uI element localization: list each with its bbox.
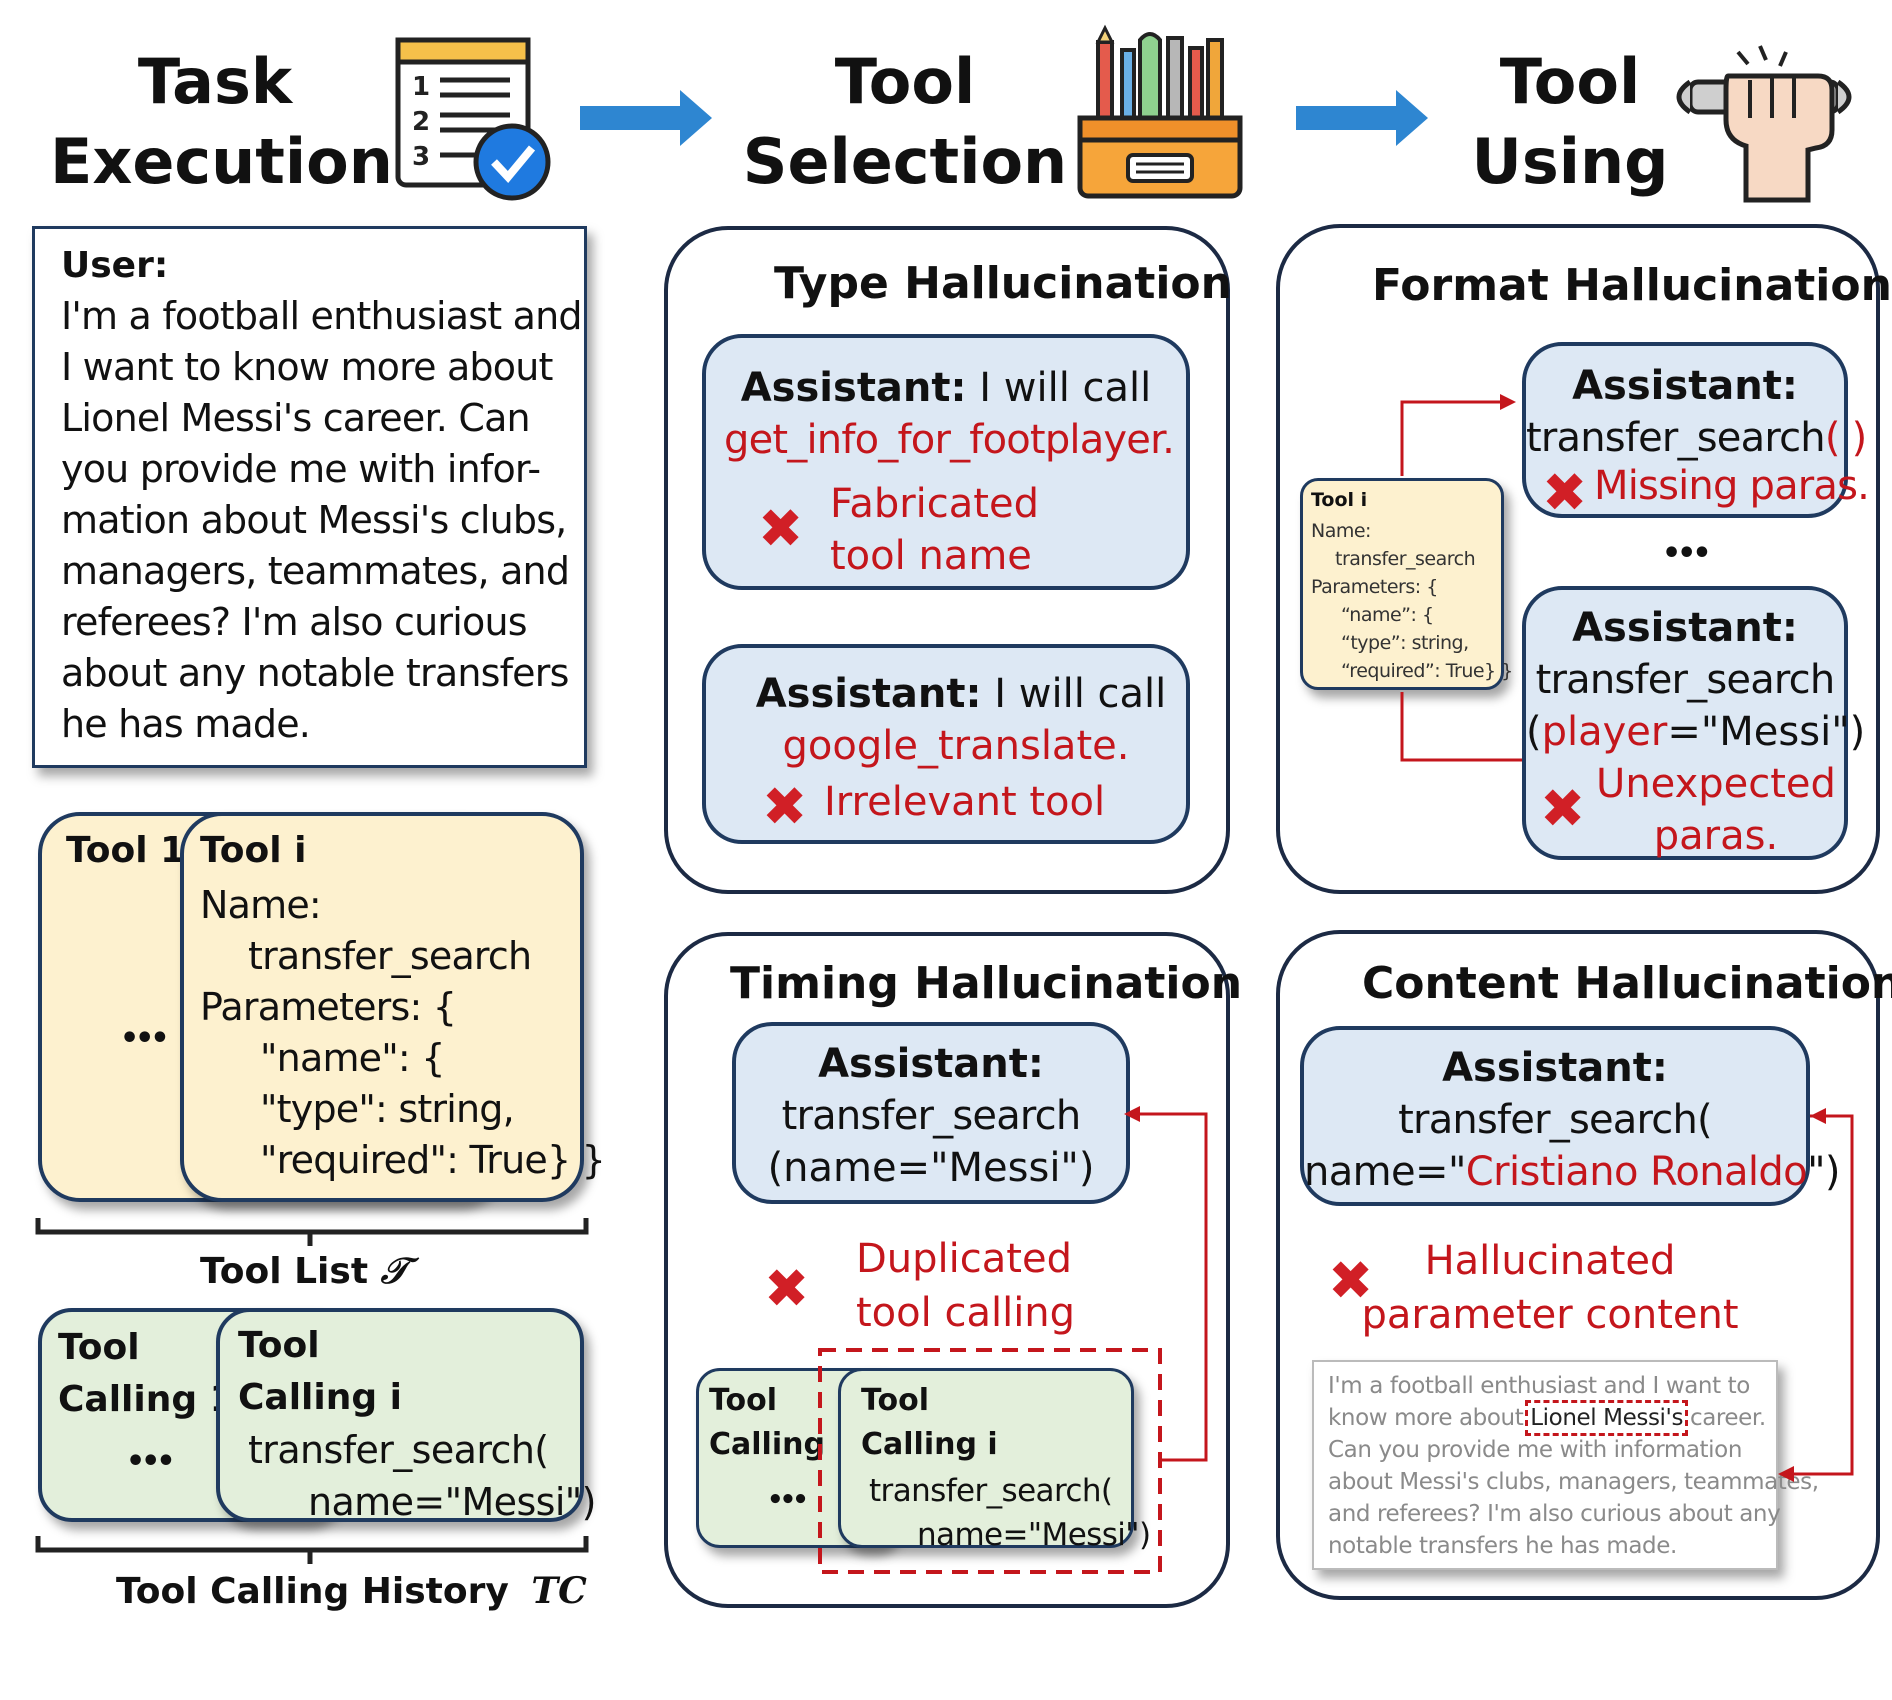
unexpected-paras-label: Unexpected paras.	[1596, 761, 1836, 859]
type-hallucination-title: Type Hallucination	[774, 258, 1232, 309]
hallucinated-error-label: Hallucinated parameter content	[1361, 1238, 1739, 1338]
tool-using-title: Tool Using	[1471, 45, 1669, 198]
task-execution-title: Task Execution	[50, 45, 393, 198]
fabricated-error-label: Fabricated tool name	[830, 481, 1039, 579]
source-entity-highlight: Lionel Messi's	[1525, 1400, 1689, 1436]
tool-calling-card-i: Tool Calling i transfer_search( name="Me…	[216, 1308, 597, 1524]
tool-list-caption: Tool List 𝒯	[200, 1250, 409, 1292]
content-source-quote: I'm a football enthusiast and I want to …	[1312, 1360, 1819, 1570]
content-bubble: Assistant: transfer_search( name="Cristi…	[1300, 1026, 1840, 1206]
missing-paras-label: Missing paras.	[1594, 463, 1870, 509]
error-x-icon: ✖	[1542, 461, 1588, 524]
tool-calling-history-caption: Tool Calling History TC	[116, 1570, 587, 1612]
tool-calling-card-1-dots: •••	[126, 1444, 175, 1479]
format-mini-tool-card: Tool i Name: transfer_search Parameters:…	[1300, 478, 1513, 690]
svg-text:2: 2	[412, 107, 430, 137]
error-x-icon: ✖	[762, 775, 808, 838]
tool-calling-symbol: TC	[531, 1570, 587, 1612]
type-bubble-fabricated: Assistant: I will call get_info_for_foot…	[702, 334, 1190, 590]
tool-card-i: Tool i Name: transfer_search Parameters:…	[180, 812, 606, 1202]
format-ellipsis: •••	[1662, 536, 1711, 571]
user-query-text: I'm a football enthusiast and I want to …	[61, 294, 583, 746]
content-hallucination-title: Content Hallucination	[1362, 958, 1892, 1009]
type-bubble-irrelevant: Assistant: I will call google_translate.…	[702, 644, 1190, 844]
timing-hallucination-title: Timing Hallucination	[730, 958, 1243, 1009]
tool-card-i-body: Name: transfer_search Parameters: { "nam…	[200, 883, 606, 1182]
timing-card-1-title: Tool Calling 1	[709, 1383, 857, 1462]
error-x-icon: ✖	[758, 497, 804, 560]
hallucinated-value: Cristiano Ronaldo	[1465, 1149, 1808, 1195]
duplicated-error-label: Duplicated tool calling	[856, 1236, 1076, 1336]
tool-selection-title: Tool Selection	[742, 45, 1068, 198]
timing-calling-card-i: Tool Calling i transfer_search( name="Me…	[838, 1368, 1151, 1553]
irrelevant-tool-name: google_translate.	[782, 723, 1130, 769]
error-x-icon: ✖	[1328, 1249, 1374, 1312]
tool-calling-card-1-title: Tool Calling 1	[58, 1327, 235, 1420]
user-label: User:	[61, 245, 169, 286]
tool-calling-card-i-call: transfer_search( name="Messi")	[248, 1428, 597, 1524]
fabricated-tool-name: get_info_for_footplayer.	[724, 417, 1175, 463]
mini-card-body: Name: transfer_search Parameters: { “nam…	[1311, 520, 1513, 682]
timing-card-1-dots: •••	[767, 1485, 809, 1515]
error-x-icon: ✖	[1540, 777, 1586, 840]
tool-card-1-dots: •••	[120, 1021, 169, 1056]
tool-list-symbol: 𝒯	[380, 1250, 409, 1292]
timing-card-i-title: Tool Calling i	[861, 1383, 998, 1462]
tool-card-i-title: Tool i	[200, 830, 307, 871]
irrelevant-error-label: Irrelevant tool	[824, 779, 1106, 825]
format-bubble-unexpected: Assistant: transfer_search (player="Mess…	[1522, 586, 1865, 860]
timing-card-i-call: transfer_search( name="Messi")	[869, 1473, 1151, 1553]
timing-bubble: Assistant: transfer_search (name="Messi"…	[732, 1022, 1130, 1204]
format-bubble-missing: Assistant: transfer_search( ) ✖ Missing …	[1522, 342, 1870, 524]
svg-text:3: 3	[412, 142, 430, 172]
user-query-box: User: I'm a football enthusiast and I wa…	[32, 226, 587, 768]
tool-card-1-title: Tool 1	[66, 830, 186, 871]
format-hallucination-title: Format Hallucination	[1372, 260, 1892, 311]
tool-calling-card-i-title: Tool Calling i	[238, 1325, 403, 1418]
svg-text:1: 1	[412, 72, 430, 102]
mini-card-title: Tool i	[1311, 489, 1368, 511]
error-x-icon: ✖	[764, 1257, 810, 1320]
